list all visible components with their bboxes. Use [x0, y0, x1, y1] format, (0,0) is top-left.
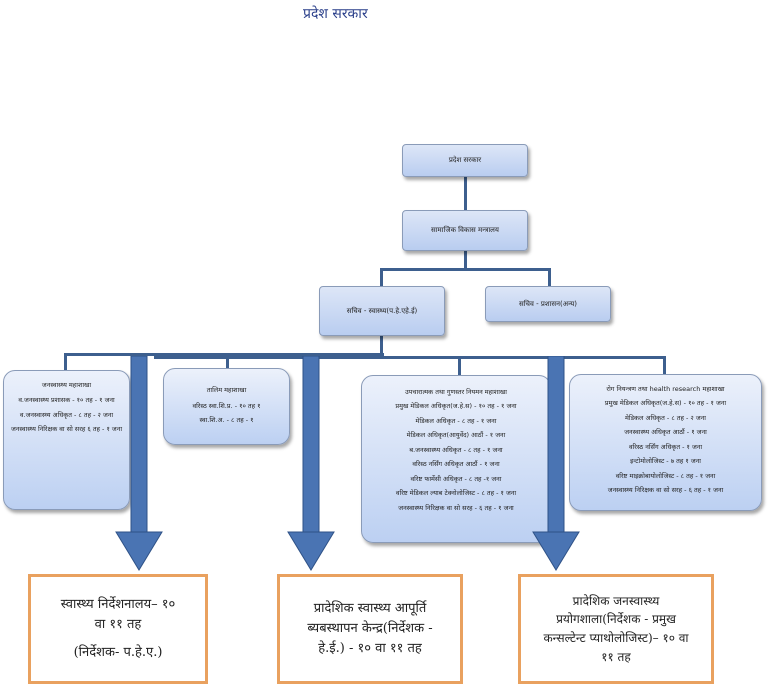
- output-line: ११ तह: [601, 649, 631, 664]
- division-title: जनस्वास्थ्य महाशाखा: [41, 381, 92, 389]
- division-title: उपचारात्मक तथा गुणस्तर नियमन महाशाखा: [405, 388, 507, 396]
- division-line: व.जनस्वास्थ्य प्रशासक - १० तह - १ जना: [18, 396, 115, 405]
- division-line: जनस्वास्थ्य निरिक्षक वा सो सरह - ६ तह - …: [607, 486, 724, 495]
- connector-divisions-bar-left: [64, 353, 384, 356]
- output-line: हे.ई.) - १० वा ११ तह: [318, 641, 422, 657]
- connector-secretaries-bar: [380, 268, 551, 271]
- node-label: सचिव - प्रशासन(अन्य): [519, 299, 577, 308]
- division-title: तालिम महाशाखा: [206, 386, 247, 395]
- node-secretary-health: सचिव - स्वास्थ्य(प.हे.एहे.ई): [319, 286, 445, 336]
- output-line: प्रादेशिक स्वास्थ्य आपूर्ति: [313, 600, 427, 616]
- division-line: प्रमुख मेडिकल अधिकृत(ज.हे.स) - १० तह - १…: [604, 399, 727, 408]
- division-line: जनस्वास्थ्य निरिक्षक वा सो सरह - ६ तह - …: [398, 503, 514, 512]
- division-public-health: जनस्वास्थ्य महाशाखा व.जनस्वास्थ्य प्रशास…: [3, 370, 130, 510]
- division-line: वरिस्ठ नर्सिंग अधिकृत - १ जना: [628, 442, 703, 451]
- output-line: कन्सल्टेन्ट प्याथोलोजिस्ट)– १० वा: [543, 631, 689, 645]
- node-label: प्रदेश सरकार: [448, 156, 482, 164]
- output-health-directorate: स्वास्थ्य निर्देशनालय– १० वा ११ तह (निर्…: [28, 574, 208, 684]
- arrow-down-icon: [115, 356, 163, 571]
- division-line: वरिष्ट माइक्रोबायोलोजिस्ट - ८ तह - १ जना: [615, 471, 716, 480]
- node-pradesh-sarkar: प्रदेश सरकार: [402, 144, 528, 177]
- division-line: ब.जनस्वास्थ्य अधिकृत - ८ तह - १ जना: [409, 445, 503, 454]
- output-health-supply-center: प्रादेशिक स्वास्थ्य आपूर्ति ब्यबस्थापन क…: [277, 574, 463, 684]
- division-line: वरिस्ठ नर्सिंग अधिकृत आठौं - १ जना: [412, 460, 500, 469]
- connector-health-down: [380, 336, 383, 354]
- connector-division-3: [458, 356, 461, 375]
- node-ministry: सामाजिक विकास मन्त्रालय: [402, 210, 528, 251]
- output-line: ब्यबस्थापन केन्द्र(निर्देशक -: [307, 620, 433, 636]
- division-training: तालिम महाशाखा वरिस्ठ स्वा.शि.प्र. - १० त…: [163, 368, 290, 445]
- node-label: सचिव - स्वास्थ्य(प.हे.एहे.ई): [346, 306, 418, 315]
- page-title: प्रदेश सरकार: [303, 6, 368, 22]
- division-line: इन्टोमोलोजिस्ट - ७ तह १ जना: [630, 457, 701, 466]
- output-line: प्रयोगशाला(निर्देशक - प्रमुख: [556, 612, 676, 627]
- division-line: मेडिकल अधिकृत - ८ तह - १ जना: [415, 416, 497, 425]
- output-line: प्रादेशिक जनस्वास्थ्य: [572, 593, 660, 608]
- connector-divisions-bar-right: [154, 356, 664, 359]
- connector-root-ministry: [464, 177, 467, 211]
- connector-division-1: [64, 353, 67, 370]
- connector-division-4: [663, 356, 666, 374]
- output-line: स्वास्थ्य निर्देशनालय– १०: [60, 596, 176, 612]
- division-line: मेडिकल अधिकृत(आयुर्वेद) आठौं - १ जना: [406, 431, 506, 440]
- division-line: वरिष्ट फार्मेसी अधिकृत - ८ तह -१ जना: [410, 474, 502, 483]
- division-title: रोग नियन्त्रण तथा health research महाशाख…: [606, 385, 725, 393]
- connector-secretary-admin: [548, 268, 551, 288]
- arrow-down-icon: [532, 356, 580, 571]
- node-label: सामाजिक विकास मन्त्रालय: [431, 226, 499, 234]
- arrow-down-icon: [287, 356, 335, 571]
- division-line: जनस्वास्थ्य अधिकृत आठौं - १ जना: [624, 428, 707, 437]
- output-line: (निर्देशक- प.हे.ए.): [73, 645, 163, 661]
- connector-secretary-health: [380, 268, 383, 288]
- node-secretary-admin: सचिव - प्रशासन(अन्य): [485, 286, 611, 322]
- division-line: स्वा.शि.अ. - ८ तह - १: [199, 416, 254, 425]
- division-line: व.जनस्वास्थ्य अधिकृत - ८ तह - २ जना: [19, 410, 114, 419]
- division-curative-quality: उपचारात्मक तथा गुणस्तर नियमन महाशाखा प्र…: [361, 375, 551, 543]
- division-line: मेडिकल अधिकृत - ८ तह - २ जना: [625, 413, 706, 422]
- connector-division-2: [226, 353, 229, 368]
- output-public-health-lab: प्रादेशिक जनस्वास्थ्य प्रयोगशाला(निर्देश…: [518, 574, 714, 684]
- division-disease-control: रोग नियन्त्रण तथा health research महाशाख…: [569, 374, 762, 511]
- connector-ministry-down: [464, 251, 467, 269]
- division-line: जनस्वास्थ्य निरिक्षक वा सो सरह ६ तह - १ …: [10, 425, 123, 434]
- division-line: प्रमुख मेडिकल अधिकृत(ज.हे.स) - १० तह - १…: [395, 402, 517, 411]
- division-line: वरिस्ठ स्वा.शि.प्र. - १० तह १: [192, 401, 261, 410]
- division-line: वरिष्ट मेडिकल ल्याब टेक्नोलोजिस्ट - ८ तह…: [395, 489, 517, 498]
- output-line: वा ११ तह: [94, 616, 142, 632]
